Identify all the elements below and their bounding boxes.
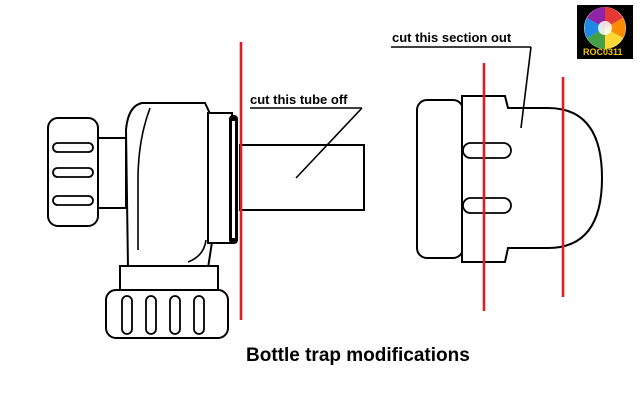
left-nut	[47, 117, 127, 227]
diagram-caption: Bottle trap modifications	[246, 345, 470, 366]
tube-label: cut this tube off	[250, 92, 348, 107]
trap-end-cap	[416, 95, 604, 263]
bottle-trap-assembly	[47, 102, 365, 339]
roc-logo: ROC0311	[577, 5, 633, 59]
callout-section: cut this section out	[391, 30, 532, 129]
section-label: cut this section out	[392, 30, 512, 45]
logo-text: ROC0311	[583, 47, 623, 57]
elbow-body	[124, 102, 213, 269]
outlet-collar	[207, 112, 238, 244]
outlet-tube	[239, 144, 365, 211]
bottom-nut	[105, 265, 229, 339]
callout-tube: cut this tube off	[250, 92, 363, 179]
cut-lines	[239, 42, 565, 320]
